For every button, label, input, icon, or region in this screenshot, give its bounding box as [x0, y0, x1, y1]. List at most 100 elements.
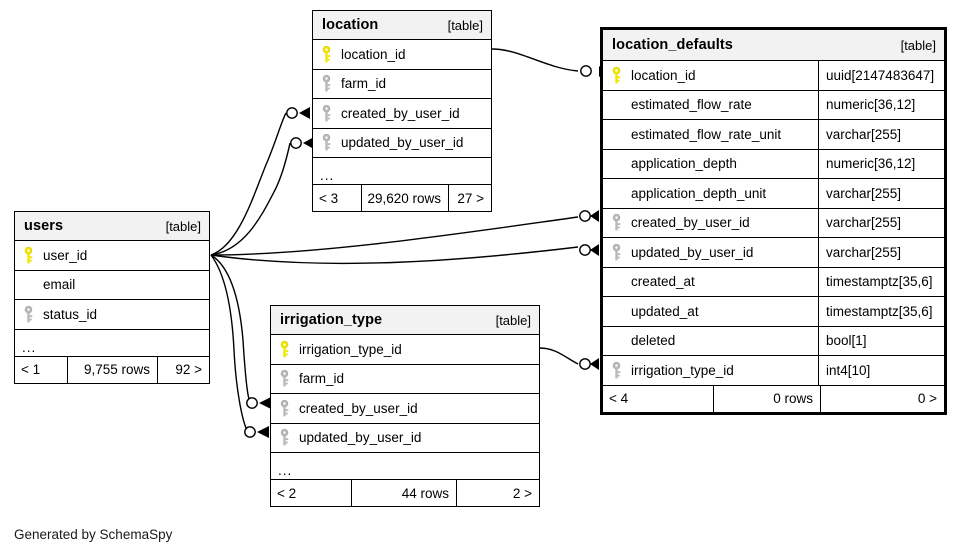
table-row[interactable]: created_by_user_id: [313, 99, 491, 129]
table-row[interactable]: estimated_flow_rate numeric[36,12]: [603, 90, 944, 120]
table-row[interactable]: status_id: [15, 300, 209, 330]
column-cell: updated_by_user_id: [313, 129, 491, 158]
table-row[interactable]: created_at timestamptz[35,6]: [603, 267, 944, 297]
footer-incoming-count[interactable]: < 1: [21, 362, 41, 377]
table-name: irrigation_type: [280, 312, 383, 328]
foreign-key-icon: [322, 104, 341, 122]
column-datatype: varchar[255]: [818, 208, 944, 237]
column-name: farm_id: [341, 76, 387, 92]
column-cell: estimated_flow_rate: [603, 91, 818, 120]
column-name: farm_id: [299, 371, 345, 387]
column-cell: application_depth: [603, 150, 818, 179]
column-datatype: timestamptz[35,6]: [818, 267, 944, 296]
footer-incoming-count[interactable]: < 2: [277, 485, 297, 501]
table-node-location-defaults[interactable]: location_defaults [table] location: [600, 27, 947, 415]
table-row[interactable]: updated_at timestamptz[35,6]: [603, 297, 944, 327]
table-row[interactable]: location_id uuid[2147483647]: [603, 61, 944, 91]
foreign-key-icon: [322, 134, 341, 151]
column-cell: location_id: [603, 61, 818, 90]
footer-row-count: 44 rows: [351, 480, 456, 506]
table-node-irrigation-type[interactable]: irrigation_type [table] irrigation_: [270, 305, 540, 507]
table-row[interactable]: user_id: [15, 241, 209, 271]
table-row[interactable]: location_id: [313, 40, 491, 70]
more-columns-ellipsis: ...: [15, 330, 209, 357]
primary-key-icon: [322, 45, 341, 63]
column-name: created_by_user_id: [299, 400, 418, 416]
table-footer-location-defaults: < 4 0 rows 0 >: [603, 384, 944, 412]
table-node-users[interactable]: users [table] user_id: [14, 211, 210, 384]
footer-outgoing-count[interactable]: 27 >: [448, 185, 491, 211]
table-row[interactable]: created_by_user_id: [271, 394, 539, 424]
column-name: created_by_user_id: [341, 105, 460, 121]
table-row[interactable]: irrigation_type_id int4[10]: [603, 356, 944, 386]
edge-users-to-irrigation-updated-by: [210, 254, 247, 429]
column-cell: created_by_user_id: [313, 99, 491, 128]
footer-outgoing-count[interactable]: 0 >: [820, 385, 944, 412]
table-row[interactable]: application_depth_unit varchar[255]: [603, 179, 944, 209]
table-name: location_defaults: [612, 37, 733, 53]
column-name: deleted: [631, 333, 676, 349]
table-row[interactable]: farm_id: [313, 70, 491, 99]
column-datatype: timestamptz[35,6]: [818, 297, 944, 326]
column-cell: irrigation_type_id: [603, 356, 818, 386]
table-columns-location-defaults: location_id uuid[2147483647] estimated_f…: [603, 61, 944, 386]
column-name: email: [43, 277, 76, 293]
table-name: location: [322, 17, 379, 33]
foreign-key-icon: [612, 214, 631, 231]
table-type-label: [table]: [495, 312, 531, 328]
footer-incoming-count[interactable]: < 4: [609, 391, 629, 406]
foreign-key-icon: [322, 75, 341, 92]
footer-outgoing-count[interactable]: 92 >: [157, 356, 209, 383]
column-name: status_id: [43, 306, 98, 322]
table-columns-location: location_id farm_id: [313, 40, 491, 185]
table-row[interactable]: estimated_flow_rate_unit varchar[255]: [603, 120, 944, 150]
table-node-location[interactable]: location [table] location_id: [312, 10, 492, 212]
column-name: user_id: [43, 247, 88, 263]
table-footer-location: < 3 29,620 rows 27 >: [313, 184, 491, 211]
foreign-key-icon: [24, 305, 43, 323]
table-row[interactable]: updated_by_user_id: [271, 424, 539, 453]
table-columns-users: user_id email: [15, 241, 209, 357]
column-cell: status_id: [15, 300, 209, 329]
table-footer-users: < 1 9,755 rows 92 >: [15, 355, 209, 383]
table-row[interactable]: farm_id: [271, 365, 539, 394]
column-cell: farm_id: [271, 365, 539, 394]
column-name: created_by_user_id: [631, 215, 750, 231]
foreign-key-icon: [280, 429, 299, 446]
table-row[interactable]: email: [15, 271, 209, 300]
column-datatype: uuid[2147483647]: [818, 61, 944, 90]
column-cell: application_depth_unit: [603, 179, 818, 208]
generated-by-caption: Generated by SchemaSpy: [14, 527, 173, 542]
column-name: application_depth_unit: [631, 185, 767, 201]
footer-row-count: 29,620 rows: [361, 185, 448, 211]
column-datatype: int4[10]: [818, 356, 944, 386]
column-cell: irrigation_type_id: [271, 335, 539, 364]
table-row[interactable]: deleted bool[1]: [603, 326, 944, 356]
table-row[interactable]: created_by_user_id varchar[255]: [603, 208, 944, 238]
column-name: application_depth: [631, 156, 737, 172]
table-row[interactable]: application_depth numeric[36,12]: [603, 149, 944, 179]
column-name: updated_by_user_id: [341, 135, 464, 151]
primary-key-icon: [612, 66, 631, 84]
table-footer-irrigation-type: < 2 44 rows 2 >: [271, 479, 539, 506]
column-name: irrigation_type_id: [299, 341, 402, 357]
edge-users-to-location-updated-by: [210, 142, 291, 256]
column-cell: updated_at: [603, 297, 818, 326]
column-name: created_at: [631, 274, 695, 290]
table-row[interactable]: updated_by_user_id: [313, 129, 491, 158]
column-cell: deleted: [603, 327, 818, 356]
table-header-users: users [table]: [15, 212, 209, 241]
table-row[interactable]: irrigation_type_id: [271, 335, 539, 365]
column-cell: updated_by_user_id: [603, 238, 818, 267]
table-row[interactable]: updated_by_user_id varchar[255]: [603, 238, 944, 268]
foreign-key-icon: [280, 399, 299, 417]
footer-outgoing-count[interactable]: 2 >: [456, 480, 539, 506]
table-header-location-defaults: location_defaults [table]: [603, 30, 944, 61]
column-name: updated_at: [631, 303, 699, 319]
footer-incoming-count[interactable]: < 3: [319, 190, 339, 206]
primary-key-icon: [24, 246, 43, 264]
footer-row-count: 0 rows: [713, 385, 820, 412]
table-type-label: [table]: [165, 218, 201, 234]
table-header-irrigation-type: irrigation_type [table]: [271, 306, 539, 335]
